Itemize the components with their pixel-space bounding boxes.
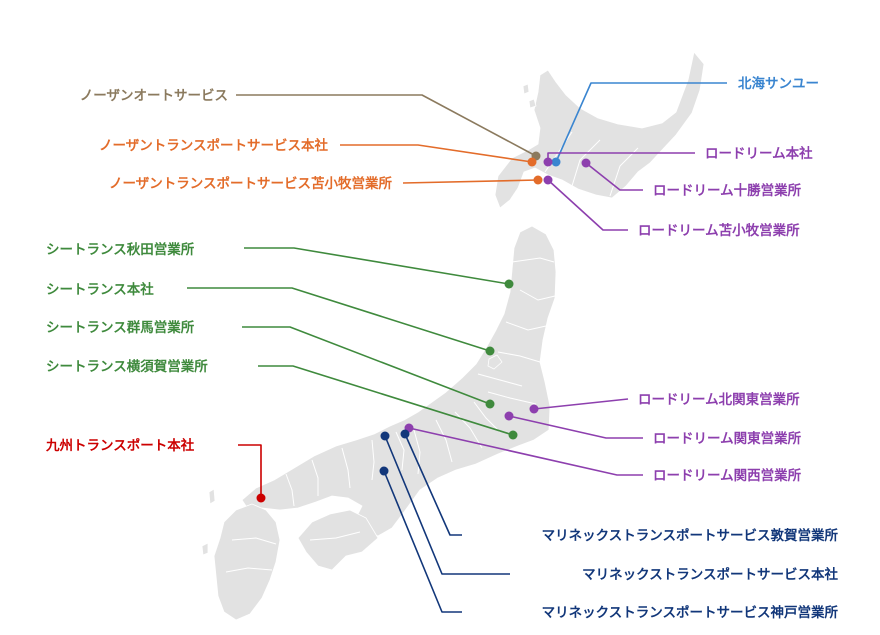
seatrans-hq-label[interactable]: シートランス本社 (46, 281, 154, 298)
honshu-island (241, 225, 557, 537)
sado-island (487, 354, 503, 370)
roadream-kitakanto-marker[interactable] (529, 404, 539, 414)
marinex-kobe-leader-line (383, 470, 462, 613)
roadream-kanto-leader-line (508, 415, 643, 439)
hokkai-sanyu-leader-line (555, 82, 727, 163)
roadream-tokachi-label[interactable]: ロードリーム十勝営業所 (653, 182, 802, 199)
marinex-tsuruga-label[interactable]: マリネックストランスポートサービス敦賀営業所 (542, 527, 839, 544)
northern-transport-tomakomai-marker[interactable] (533, 175, 543, 185)
prefecture-border (473, 401, 501, 433)
kyushu-transport-hq-leader-line (238, 444, 262, 498)
northern-auto-service-leader-line (236, 94, 537, 157)
marinex-tsuruga-leader-line (404, 433, 462, 536)
northern-transport-tomakomai-leader-line (402, 179, 539, 184)
marinex-kobe-marker[interactable] (379, 466, 389, 476)
prefecture-border (609, 147, 639, 197)
roadream-tomakomai-label[interactable]: ロードリーム苫小牧営業所 (638, 222, 800, 239)
northern-transport-hq-marker[interactable] (527, 157, 537, 167)
prefecture-border (371, 439, 375, 481)
roadream-tokachi-leader-line (585, 162, 643, 191)
roadream-tomakomai-marker[interactable] (543, 175, 553, 185)
roadream-tomakomai-leader-line (547, 179, 628, 231)
northern-auto-service-label[interactable]: ノーザンオートサービス (80, 88, 228, 104)
seatrans-gunma-leader-line (242, 326, 491, 405)
roadream-tokachi-marker[interactable] (581, 158, 591, 168)
leader-lines (187, 82, 727, 613)
hokkai-sanyu-marker[interactable] (551, 157, 561, 167)
prefecture-border (487, 391, 537, 405)
rebun-island (522, 83, 530, 95)
rishiri-island (528, 98, 537, 109)
seatrans-yokosuka-label[interactable]: シートランス横須賀営業所 (46, 358, 208, 375)
prefecture-border (454, 411, 483, 449)
seatrans-akita-leader-line (244, 247, 510, 285)
marinex-hq-label[interactable]: マリネックストランスポートサービス本社 (582, 566, 838, 583)
northern-transport-tomakomai-label[interactable]: ノーザントランスポートサービス苫小牧営業所 (109, 175, 392, 192)
roadream-kitakanto-label[interactable]: ロードリーム北関東営業所 (638, 391, 800, 408)
seatrans-hq-marker[interactable] (485, 346, 495, 356)
kyushu-transport-hq-marker[interactable] (256, 493, 266, 503)
marinex-tsuruga-marker[interactable] (400, 429, 410, 439)
prefecture-border (519, 289, 556, 301)
seatrans-gunma-marker[interactable] (485, 399, 495, 409)
prefecture-border (231, 537, 277, 545)
northern-transport-hq-leader-line (340, 144, 533, 163)
seatrans-yokosuka-leader-line (258, 365, 514, 436)
prefecture-border (435, 419, 453, 463)
seatrans-akita-label[interactable]: シートランス秋田営業所 (46, 241, 195, 258)
marinex-hq-leader-line (384, 435, 510, 575)
shikoku-island (297, 509, 379, 571)
office-markers (256, 151, 591, 503)
prefecture-border (395, 431, 405, 471)
office-labels: ノーザンオートサービスノーザントランスポートサービス本社ノーザントランスポートサ… (45, 75, 838, 621)
seatrans-akita-marker[interactable] (504, 279, 514, 289)
prefecture-border (571, 139, 601, 187)
prefecture-border (341, 447, 351, 489)
seatrans-hq-leader-line (187, 287, 491, 352)
roadream-kitakanto-leader-line (533, 398, 629, 410)
roadream-kanto-marker[interactable] (504, 411, 514, 421)
roadream-kanto-label[interactable]: ロードリーム関東営業所 (653, 430, 802, 447)
marinex-hq-marker[interactable] (380, 431, 390, 441)
roadream-kansai-label[interactable]: ロードリーム関西営業所 (653, 467, 802, 484)
prefecture-border (311, 459, 319, 496)
goto-islands (201, 542, 209, 556)
seatrans-gunma-label[interactable]: シートランス群馬営業所 (46, 319, 195, 336)
tsushima-island (208, 488, 216, 505)
hokkai-sanyu-label[interactable]: 北海サンユー (738, 75, 819, 92)
prefecture-border (285, 473, 295, 507)
prefecture-border (511, 257, 555, 263)
prefecture-border (497, 351, 541, 363)
marinex-kobe-label[interactable]: マリネックストランスポートサービス神戸営業所 (542, 604, 839, 621)
roadream-hq-label[interactable]: ロードリーム本社 (705, 145, 813, 162)
roadream-kansai-leader-line (408, 427, 643, 476)
prefecture-border (505, 321, 547, 331)
prefecture-border (225, 567, 273, 573)
kyushu-transport-hq-label[interactable]: 九州トランスポート本社 (45, 437, 195, 454)
northern-transport-hq-label[interactable]: ノーザントランスポートサービス本社 (99, 137, 328, 154)
roadream-hq-marker[interactable] (543, 157, 553, 167)
kyushu-island (213, 503, 281, 621)
seatrans-yokosuka-marker[interactable] (508, 430, 518, 440)
prefecture-border (413, 429, 421, 475)
prefecture-border (309, 531, 361, 541)
prefecture-border (477, 373, 523, 387)
